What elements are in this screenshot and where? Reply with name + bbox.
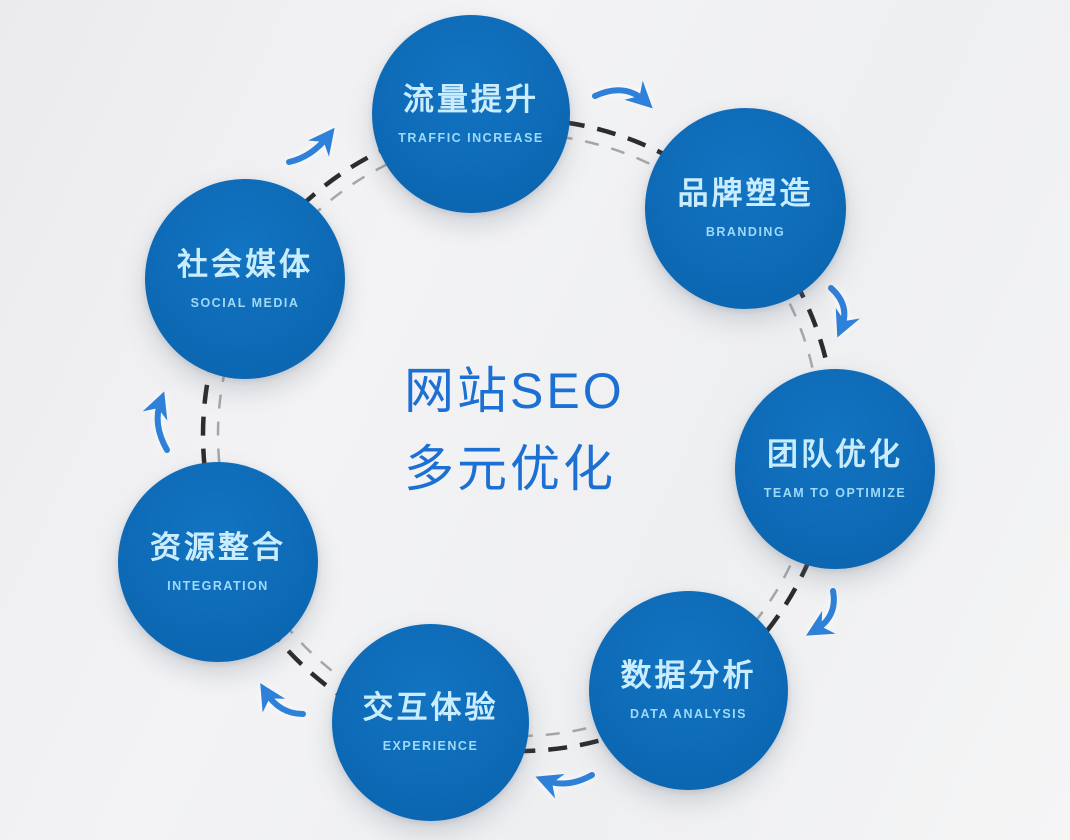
node-label-zh: 交互体验 (362, 690, 499, 726)
node-team-optimize: 团队优化 TEAM TO OPTIMIZE (735, 369, 935, 569)
title-line-1: 网站SEO (404, 363, 625, 419)
title-line-2: 多元优化 (404, 441, 616, 497)
node-label-en: EXPERIENCE (382, 739, 479, 754)
node-traffic-increase: 流量提升 TRAFFIC INCREASE (372, 15, 570, 213)
node-label-zh: 品牌塑造 (677, 176, 814, 212)
node-integration: 资源整合 INTEGRATION (118, 462, 318, 662)
node-label-zh: 数据分析 (620, 658, 757, 694)
node-label-en: SOCIAL MEDIA (190, 295, 300, 310)
flow-arrow-data-to-experience (535, 772, 595, 799)
node-label-en: INTEGRATION (167, 578, 269, 593)
node-label-en: TEAM TO OPTIMIZE (763, 485, 907, 500)
node-label-zh: 资源整合 (150, 529, 286, 565)
flow-arrow-traffic-to-branding (592, 80, 653, 109)
flow-arrow-social-to-traffic (286, 127, 335, 165)
flow-arrow-experience-to-integration (260, 683, 306, 717)
node-branding: 品牌塑造 BRANDING (645, 108, 846, 309)
node-label-en: TRAFFIC INCREASE (398, 130, 544, 145)
node-data-analysis: 数据分析 DATA ANALYSIS (589, 591, 788, 790)
diagram-title: 网站SEO 多元优化 (404, 352, 625, 508)
node-social-media: 社会媒体 SOCIAL MEDIA (145, 179, 345, 379)
flow-arrow-team-to-data (806, 588, 837, 636)
node-label-zh: 社会媒体 (177, 246, 313, 282)
node-label-zh: 团队优化 (767, 436, 903, 472)
flow-arrow-branding-to-team (828, 285, 860, 338)
flow-arrow-integration-to-social (142, 391, 170, 453)
node-label-en: DATA ANALYSIS (630, 707, 747, 722)
node-label-en: BRANDING (705, 225, 786, 240)
node-experience: 交互体验 EXPERIENCE (332, 624, 529, 821)
node-label-zh: 流量提升 (403, 81, 539, 117)
